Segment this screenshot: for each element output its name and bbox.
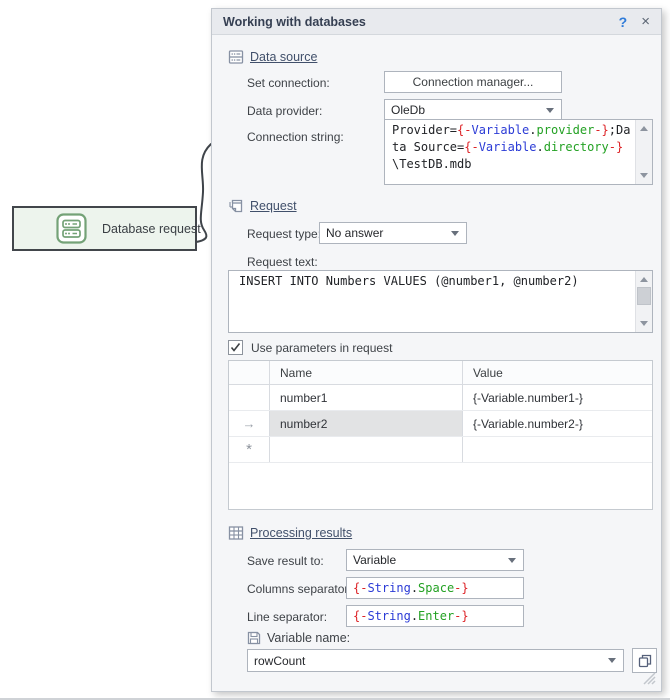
check-icon [230, 343, 241, 352]
line-separator-label: Line separator: [247, 610, 328, 624]
chevron-down-icon [608, 658, 616, 663]
database-icon [56, 213, 87, 244]
param-value-cell[interactable] [463, 437, 652, 462]
variable-name-value: rowCount [254, 653, 306, 668]
connection-manager-button-label: Connection manager... [412, 75, 534, 89]
row-selector-header [229, 361, 270, 384]
use-parameters-label: Use parameters in request [251, 340, 393, 355]
flowchart-node-database-request[interactable]: Database request [12, 206, 201, 251]
param-name-cell[interactable]: number1 [270, 385, 463, 410]
request-text-editor[interactable]: INSERT INTO Numbers VALUES (@number1, @n… [228, 270, 653, 333]
columns-separator-input[interactable]: {-String.Space-} [346, 577, 524, 599]
table-row-selected[interactable]: → number2 {-Variable.number2-} [229, 411, 652, 437]
scrollbar-thumb[interactable] [637, 287, 651, 305]
data-provider-select[interactable]: OleDb [384, 99, 562, 121]
connection-string-label: Connection string: [247, 130, 344, 144]
chevron-down-icon [508, 557, 516, 563]
column-header-name[interactable]: Name [270, 361, 463, 384]
copy-variable-button[interactable] [632, 648, 657, 673]
data-provider-label: Data provider: [247, 104, 323, 118]
request-text-scrollbar[interactable] [635, 271, 652, 332]
request-type-label: Request type: [247, 227, 322, 241]
columns-separator-label: Columns separator: [247, 582, 352, 596]
request-icon [229, 199, 243, 213]
parameters-table-header: Name Value [229, 361, 652, 385]
save-icon [247, 631, 261, 645]
use-parameters-checkbox[interactable] [228, 340, 243, 355]
data-source-icon [228, 50, 244, 64]
node-label: Database request [102, 221, 201, 236]
connection-string-value[interactable]: Provider={-Variable.provider-};Data Sour… [392, 123, 631, 171]
chevron-down-icon [546, 107, 554, 113]
connection-string-scrollbar[interactable] [635, 120, 652, 184]
close-icon[interactable]: × [641, 13, 650, 30]
row-selector-cell[interactable] [229, 385, 270, 410]
connection-manager-button[interactable]: Connection manager... [384, 71, 562, 93]
section-title-processing-results[interactable]: Processing results [250, 526, 353, 540]
table-row[interactable]: number1 {-Variable.number1-} [229, 385, 652, 411]
request-type-select[interactable]: No answer [319, 222, 467, 244]
save-result-select[interactable]: Variable [346, 549, 524, 571]
param-value-cell[interactable]: {-Variable.number1-} [473, 390, 583, 405]
window-bottom-edge [0, 698, 670, 700]
section-data-source: Data source [228, 49, 317, 65]
copy-icon [638, 654, 651, 667]
variable-name-row: Variable name: [247, 631, 350, 645]
data-provider-value: OleDb [391, 103, 426, 117]
section-processing-results: Processing results [228, 525, 352, 541]
use-parameters-checkbox-row: Use parameters in request [228, 340, 392, 355]
properties-panel: Working with databases ? × Data source S… [211, 8, 662, 692]
variable-name-label: Variable name: [267, 631, 351, 645]
line-separator-value: {-String.Enter-} [353, 609, 469, 623]
save-result-value: Variable [353, 553, 397, 567]
table-row-new[interactable]: * [229, 437, 652, 463]
request-text-value[interactable]: INSERT INTO Numbers VALUES (@number1, @n… [239, 274, 579, 288]
columns-separator-value: {-String.Space-} [353, 581, 469, 595]
column-header-value[interactable]: Value [473, 365, 503, 380]
set-connection-label: Set connection: [247, 76, 330, 90]
new-row-asterisk-icon[interactable]: * [229, 437, 270, 462]
resize-grip[interactable] [640, 669, 656, 685]
parameters-table[interactable]: Name Value number1 {-Variable.number1-} … [228, 360, 653, 510]
table-grid-icon [228, 526, 244, 540]
panel-titlebar: Working with databases ? × [212, 9, 661, 35]
param-value-cell[interactable]: {-Variable.number2-} [473, 416, 583, 431]
chevron-down-icon [451, 230, 459, 236]
line-separator-input[interactable]: {-String.Enter-} [346, 605, 524, 627]
help-icon[interactable]: ? [618, 13, 628, 30]
variable-name-select[interactable]: rowCount [247, 649, 624, 672]
current-row-arrow-icon[interactable]: → [229, 411, 270, 436]
panel-title: Working with databases [223, 14, 366, 29]
scroll-down-icon[interactable] [640, 173, 648, 178]
scroll-up-icon[interactable] [640, 126, 648, 131]
request-type-value: No answer [326, 226, 384, 240]
param-name-cell[interactable]: number2 [270, 411, 463, 436]
scroll-down-icon[interactable] [640, 321, 648, 326]
section-title-data-source[interactable]: Data source [250, 50, 318, 64]
scroll-up-icon[interactable] [640, 277, 648, 282]
param-name-cell[interactable] [270, 437, 463, 462]
connection-string-editor[interactable]: Provider={-Variable.provider-};Data Sour… [384, 119, 653, 185]
section-request: Request [228, 198, 297, 214]
request-text-label: Request text: [247, 255, 318, 269]
save-result-label: Save result to: [247, 554, 324, 568]
section-title-request[interactable]: Request [250, 199, 297, 213]
